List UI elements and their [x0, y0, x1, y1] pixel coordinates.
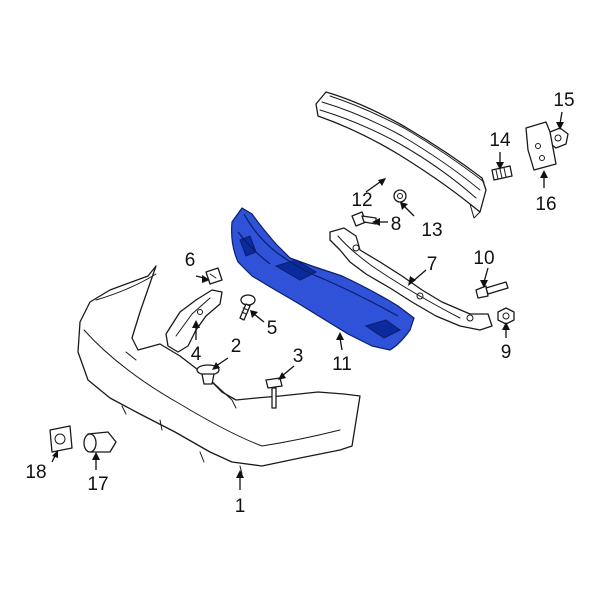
screw — [239, 294, 256, 321]
retainer-clip — [205, 267, 223, 285]
callout-4: 4 — [191, 344, 202, 365]
side-bracket — [329, 227, 493, 331]
callout-1: 1 — [235, 496, 246, 517]
mount-bracket — [525, 121, 557, 171]
callout-17: 17 — [87, 474, 108, 495]
leader-lines — [51, 111, 564, 490]
stud-bolt — [265, 377, 283, 409]
callout-2: 2 — [231, 336, 242, 357]
bumper-cover — [77, 265, 361, 475]
bolt-10 — [475, 281, 509, 299]
callout-8: 8 — [391, 214, 402, 235]
callout-6: 6 — [185, 250, 196, 271]
bumper-bracket-left — [165, 289, 223, 353]
push-pin-retainer — [196, 364, 220, 385]
callout-15: 15 — [553, 90, 574, 111]
bolt — [351, 211, 377, 227]
energy-absorber — [231, 207, 415, 351]
callout-14: 14 — [489, 130, 511, 151]
callout-11: 11 — [332, 354, 352, 375]
callout-10: 10 — [473, 248, 494, 269]
nut-9 — [497, 307, 515, 325]
stud — [491, 165, 513, 181]
parking-sensor — [83, 431, 117, 453]
reinforcement-beam — [315, 91, 487, 219]
nut-13 — [393, 189, 407, 203]
callout-12: 12 — [351, 190, 372, 211]
callout-7: 7 — [427, 254, 438, 275]
callout-18: 18 — [25, 462, 46, 483]
callout-16: 16 — [535, 194, 556, 215]
sensor-bracket — [49, 425, 73, 453]
callout-9: 9 — [501, 342, 512, 363]
callout-5: 5 — [267, 318, 278, 339]
callout-13: 13 — [421, 220, 442, 241]
callout-3: 3 — [293, 346, 304, 367]
